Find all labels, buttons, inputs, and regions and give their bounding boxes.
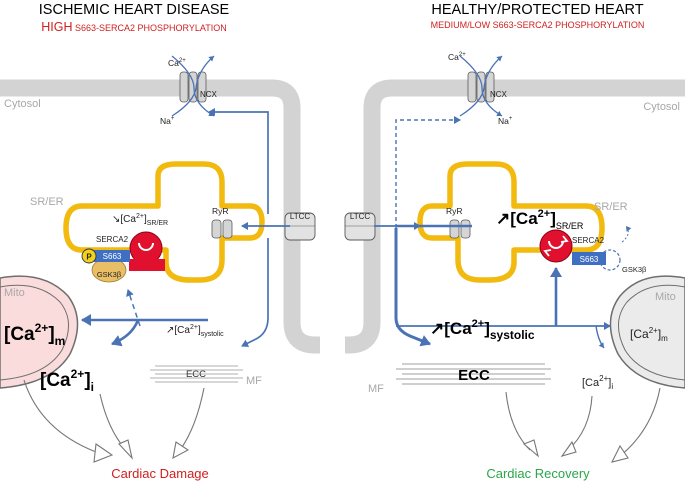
subtitle-high-phosphorylation: HIGH S663-SERCA2 PHOSPHORYLATION bbox=[41, 20, 227, 34]
ncx-ca-right: Ca2+ bbox=[448, 52, 466, 62]
ca-cytosolic-right: [Ca2+]i bbox=[582, 374, 613, 391]
flux-arrows-left bbox=[81, 108, 290, 347]
serca2-pump-left bbox=[129, 231, 165, 271]
mitochondrion-left-inner bbox=[0, 284, 69, 381]
ryr-label-right: RyR bbox=[446, 206, 463, 216]
ca-sr-er-left: ↘[Ca2+]SR/ER bbox=[112, 213, 168, 227]
ncx-na-right: Na+ bbox=[498, 116, 513, 126]
s663-label-right: S663 bbox=[580, 255, 599, 264]
myofilament-left bbox=[150, 365, 243, 383]
ncx-label-left: NCX bbox=[200, 90, 218, 99]
ecc-label-left: ECC bbox=[186, 369, 206, 380]
ltcc-label-left: LTCC bbox=[290, 212, 311, 221]
label-sr-er-left: SR/ER bbox=[30, 196, 64, 208]
ca-systolic-right: ↗[Ca2+]systolic bbox=[430, 318, 535, 342]
ryr-channel-left bbox=[211, 219, 233, 239]
ncx-na-left: Na+ bbox=[160, 116, 175, 126]
ecc-label-right: ECC bbox=[458, 367, 490, 384]
ca-systolic-left: ↗[Ca2+]systolic bbox=[166, 324, 224, 338]
serca2-label-left: SERCA2 bbox=[96, 235, 129, 244]
ryr-label-left: RyR bbox=[212, 206, 229, 216]
serca2-label-right: SERCA2 bbox=[572, 236, 605, 245]
label-mito-left: Mito bbox=[4, 287, 25, 299]
ncx-ca-left: Ca2+ bbox=[168, 58, 186, 68]
ryr-channel-right bbox=[449, 219, 471, 239]
flux-arrows-right bbox=[374, 116, 611, 349]
gsk3b-label-left: GSK3β bbox=[97, 270, 122, 279]
s663-label-left: S663 bbox=[103, 252, 122, 261]
ncx-exchanger-left bbox=[171, 55, 215, 117]
label-mf-left: MF bbox=[246, 375, 262, 387]
ca-cytosolic-left: [Ca2+]i bbox=[40, 367, 94, 394]
mitochondrion-left bbox=[0, 275, 79, 389]
title-healthy-protected-heart: HEALTHY/PROTECTED HEART bbox=[431, 2, 644, 18]
s663-site-right bbox=[572, 252, 606, 265]
phospho-site-icon bbox=[81, 248, 97, 264]
label-sr-er-right: SR/ER bbox=[594, 201, 628, 213]
ca-mito-right: [Ca2+]m bbox=[630, 326, 668, 343]
ltcc-label-right: LTCC bbox=[350, 212, 371, 221]
gsk3b-kinase-right bbox=[599, 249, 621, 271]
outcome-arrowheads-left bbox=[93, 439, 190, 463]
s663-site-left bbox=[94, 250, 130, 262]
title-ischemic-heart-disease: ISCHEMIC HEART DISEASE bbox=[38, 2, 230, 18]
sr-er-left bbox=[63, 161, 265, 283]
outcome-cardiac-damage: Cardiac Damage bbox=[111, 466, 209, 481]
gsk3b-label-right: GSK3β bbox=[622, 265, 647, 274]
ca-sr-er-right: ↗[Ca2+]SR/ER bbox=[496, 208, 584, 231]
ncx-label-right: NCX bbox=[490, 90, 508, 99]
header-right: HEALTHY/PROTECTED HEART MEDIUM/LOW S663-… bbox=[395, 2, 680, 30]
mitochondrion-right-inner bbox=[618, 284, 685, 381]
label-mito-right: Mito bbox=[655, 291, 676, 303]
ca-mito-left: [Ca2+]m bbox=[4, 321, 65, 348]
ncx-exchanger-right bbox=[459, 55, 503, 117]
header-left: ISCHEMIC HEART DISEASE HIGH S663-SERCA2 … bbox=[0, 2, 268, 34]
serca2-pump-right bbox=[539, 229, 573, 263]
gsk3b-dissociation-arrow bbox=[621, 225, 632, 243]
outcome-cardiac-recovery: Cardiac Recovery bbox=[486, 466, 590, 481]
phospho-label: P bbox=[86, 253, 92, 262]
label-cytosol-right: Cytosol bbox=[643, 101, 680, 113]
label-mf-right: MF bbox=[368, 383, 384, 395]
subtitle-low-phosphorylation: MEDIUM/LOW S663-SERCA2 PHOSPHORYLATION bbox=[430, 20, 645, 30]
label-cytosol-left: Cytosol bbox=[4, 98, 41, 110]
outcome-arrowheads-right bbox=[522, 439, 629, 463]
myofilament-right bbox=[396, 363, 551, 385]
